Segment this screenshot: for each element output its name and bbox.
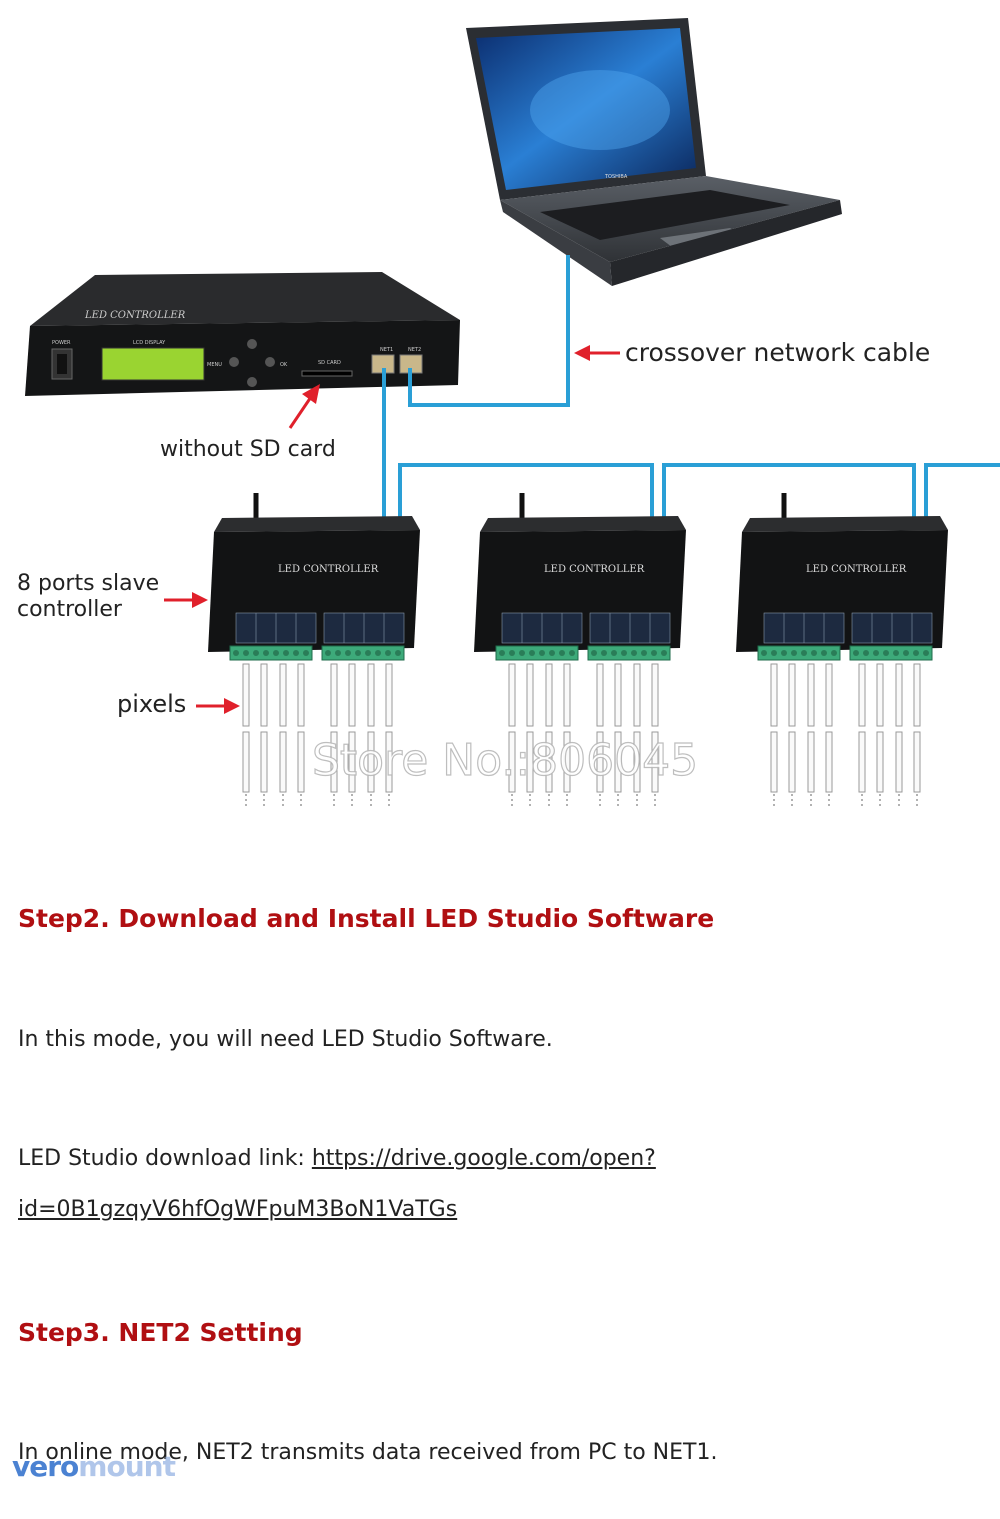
network-cables <box>382 255 1000 518</box>
up-button <box>247 339 257 349</box>
slave-title: LED CONTROLLER <box>278 564 379 575</box>
net1-label: NET1 <box>380 347 393 353</box>
annotation-arrows <box>164 345 620 714</box>
lcd-label: LCD DISPLAY <box>133 340 166 346</box>
slave-label-line1: 8 ports slave <box>17 571 160 596</box>
menu-label: MENU <box>207 362 222 368</box>
sd-card-label: without SD card <box>160 437 336 462</box>
laptop-image: TOSHIBA <box>466 18 842 286</box>
download-link-part2[interactable]: id=0B1gzqyV6hfOgWFpuM3BoN1VaTGs <box>18 1197 458 1222</box>
download-link-prefix: LED Studio download link: <box>18 1146 312 1171</box>
sd-slot <box>301 370 353 377</box>
store-watermark: Store No.:806045 <box>312 735 698 786</box>
slave-controller-1: LED CONTROLLER <box>208 493 420 808</box>
sd-label: SD CARD <box>318 360 341 366</box>
menu-button <box>229 357 239 367</box>
slave-title: LED CONTROLLER <box>806 564 907 575</box>
power-label: POWER <box>52 340 71 346</box>
ok-button <box>265 357 275 367</box>
ok-label: OK <box>280 362 288 368</box>
slave-controllers: LED CONTROLLER LED CONTROLLER LED CONTROLL… <box>208 493 948 808</box>
step2-heading: Step2. Download and Install LED Studio S… <box>18 904 715 933</box>
master-controller-image: LED CONTROLLER POWER LCD DISPLAY MENU OK… <box>25 272 460 396</box>
download-link-line: LED Studio download link: https://drive.… <box>18 1146 656 1171</box>
slave-controller-2: LED CONTROLLER <box>474 493 686 808</box>
download-link-part1[interactable]: https://drive.google.com/open? <box>311 1146 656 1171</box>
net2-label: NET2 <box>408 347 421 353</box>
step3-heading: Step3. NET2 Setting <box>18 1318 303 1347</box>
crossover-cable-label: crossover network cable <box>625 338 931 367</box>
step2-intro-text: In this mode, you will need LED Studio S… <box>18 1027 553 1052</box>
master-title: LED CONTROLLER <box>84 310 186 321</box>
pixels-label: pixels <box>117 690 187 718</box>
step3-text: In online mode, NET2 transmits data rece… <box>18 1440 718 1465</box>
down-button <box>247 377 257 387</box>
slave-controller-3: LED CONTROLLER <box>736 493 948 808</box>
network-diagram: TOSHIBA LED CONTROLLER POWER LCD DISPLAY… <box>25 18 1000 808</box>
veromount-logo: veromount <box>12 1450 176 1483</box>
lcd-screen <box>101 347 205 381</box>
svg-text:TOSHIBA: TOSHIBA <box>604 174 628 180</box>
slave-label-line2: controller <box>17 597 122 622</box>
slave-title: LED CONTROLLER <box>544 564 645 575</box>
